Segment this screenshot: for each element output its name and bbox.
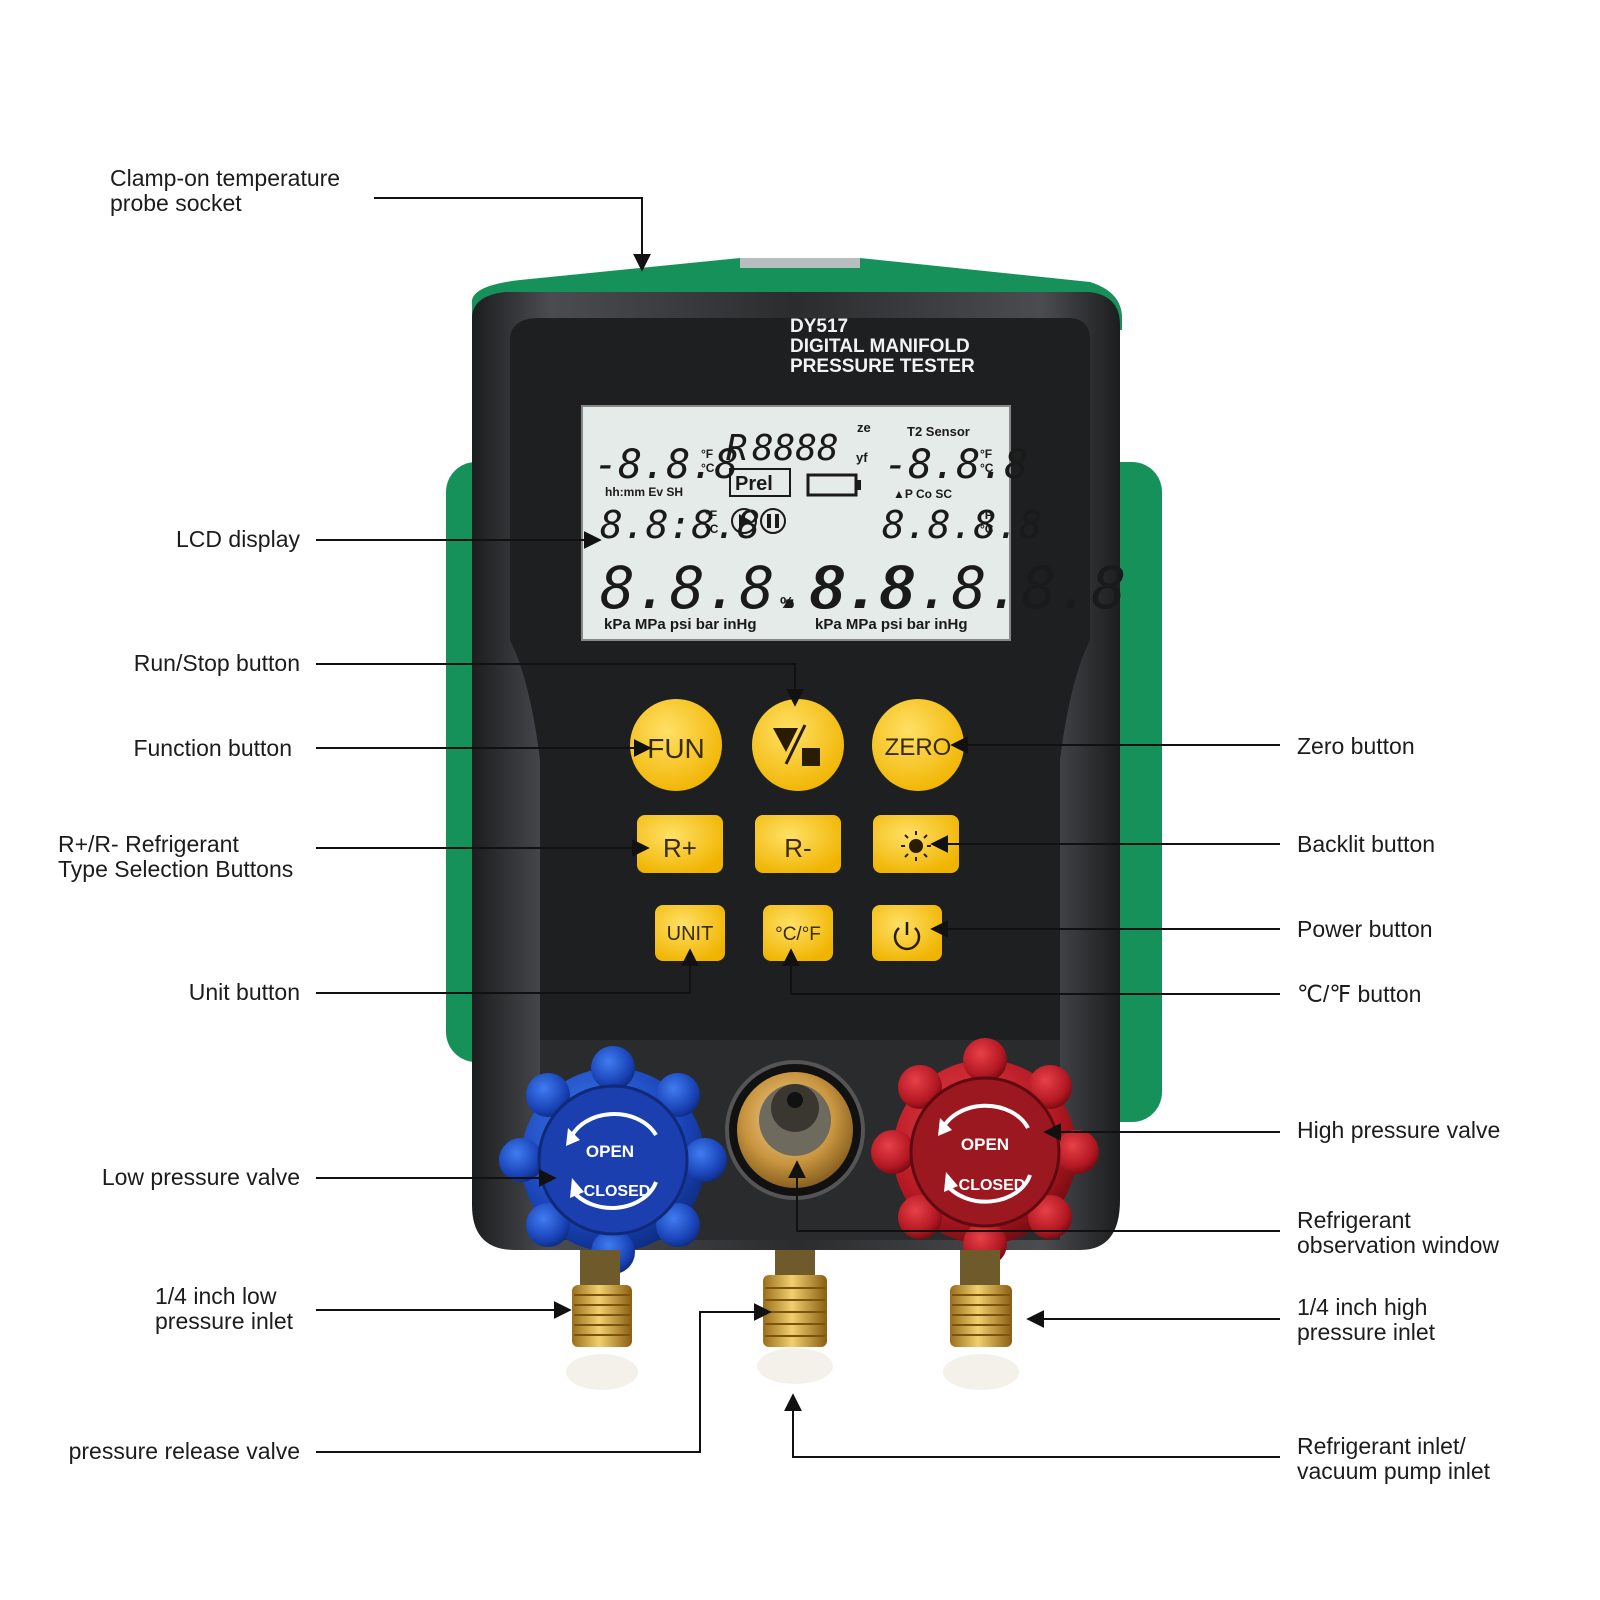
lcd-left-mid-unit-f: °F — [705, 508, 717, 522]
lcd-left-temp: -8.8.8 — [594, 442, 739, 488]
power-button[interactable] — [872, 905, 942, 961]
device-title-line2: PRESSURE TESTER — [790, 356, 975, 377]
low-knob-open-label: OPEN — [586, 1142, 634, 1161]
lcd-right-mid-unit-c: °C — [980, 522, 994, 536]
lcd-left-big: 8.8.8.8.8 — [600, 554, 914, 622]
lcd-right-mid: 8.8.8.8 — [882, 503, 1042, 547]
lcd-percent: % — [780, 595, 794, 612]
celsius-fahrenheit-button[interactable]: °C/°F — [763, 905, 833, 961]
lcd-right-pressure-units: kPa MPa psi bar inHg — [815, 616, 968, 633]
fun-button-label: FUN — [647, 733, 705, 764]
callout-lcd-display: LCD display — [176, 526, 300, 552]
backlit-button[interactable] — [873, 815, 959, 873]
r-minus-button-label: R- — [784, 833, 811, 863]
lcd-yf: yf — [856, 450, 868, 465]
sun-icon — [901, 831, 931, 861]
lcd-left-mid: 8.8:8.8 — [600, 503, 760, 547]
lcd-display: -8.8.8 °F °C R 8888 ze yf Prel T2 Sensor… — [581, 405, 1126, 641]
callout-high-inlet: 1/4 inch high pressure inlet — [1297, 1294, 1436, 1345]
lcd-ze: ze — [857, 420, 871, 435]
observation-window — [725, 1060, 865, 1200]
lcd-right-mid-unit-f: °F — [980, 508, 992, 522]
run-stop-button[interactable] — [752, 699, 844, 791]
callout-low-inlet: 1/4 inch low pressure inlet — [155, 1283, 294, 1334]
lcd-right-small-labels: ▲P Co SC — [893, 487, 952, 501]
lcd-right-big: 8.8.8.8.8 — [812, 554, 1126, 622]
lcd-t2-sensor: T2 Sensor — [907, 424, 970, 439]
unit-button[interactable]: UNIT — [655, 905, 725, 961]
callout-low-valve: Low pressure valve — [101, 1164, 300, 1190]
leader-probe-socket — [374, 197, 651, 272]
power-icon — [893, 922, 921, 951]
leader-release — [316, 1303, 772, 1453]
model-label: DY517 — [790, 316, 848, 337]
callout-unit: Unit button — [188, 979, 300, 1005]
callout-probe-socket: Clamp-on temperature probe socket — [110, 165, 341, 216]
zero-button-label: ZERO — [885, 734, 952, 761]
lcd-right-temp-unit-f: °F — [980, 447, 992, 461]
r-minus-button[interactable]: R- — [755, 815, 841, 873]
callout-vacuum-inlet: Refrigerant inlet/ vacuum pump inlet — [1297, 1433, 1491, 1484]
celsius-fahrenheit-button-label: °C/°F — [775, 924, 821, 945]
r-plus-button[interactable]: R+ — [637, 815, 723, 873]
pause-icon — [760, 508, 786, 534]
leader-vacuum-inlet — [784, 1393, 1280, 1458]
device-title-line1: DIGITAL MANIFOLD — [790, 336, 970, 357]
lcd-left-temp-unit-f: °F — [701, 447, 713, 461]
battery-icon — [806, 473, 861, 497]
callout-power: Power button — [1297, 916, 1433, 942]
lcd-refrigerant-digits: 8888 — [752, 428, 839, 469]
manifold-gauge-device: DY517 DIGITAL MANIFOLD PRESSURE TESTER -… — [446, 258, 1162, 1390]
lcd-right-temp: -8.8.8 — [884, 442, 1029, 488]
low-pressure-fitting — [566, 1250, 638, 1390]
callout-zero: Zero button — [1297, 733, 1415, 759]
lcd-left-pressure-units: kPa MPa psi bar inHg — [604, 616, 757, 633]
callout-refrigerant-type: R+/R- Refrigerant Type Selection Buttons — [58, 831, 294, 882]
lcd-left-temp-unit-c: °C — [701, 461, 715, 475]
lcd-left-small-labels: hh:mm Ev SH — [605, 485, 683, 499]
high-pressure-knob[interactable]: OPEN CLOSED — [871, 1038, 1099, 1266]
lcd-refrigerant-prefix: R — [726, 428, 748, 469]
low-knob-closed-label: CLOSED — [584, 1183, 651, 1200]
callout-release-valve: pressure release valve — [68, 1438, 300, 1464]
zero-button[interactable]: ZERO — [872, 699, 964, 791]
fun-button[interactable]: FUN — [630, 699, 722, 791]
leader-lines — [316, 197, 1280, 1458]
callout-high-valve: High pressure valve — [1297, 1117, 1501, 1143]
high-knob-open-label: OPEN — [961, 1135, 1009, 1154]
callout-observation: Refrigerant observation window — [1297, 1207, 1500, 1258]
r-plus-button-label: R+ — [663, 833, 697, 863]
lcd-left-mid-unit-c: °C — [705, 522, 719, 536]
callout-run-stop: Run/Stop button — [133, 650, 300, 676]
low-pressure-knob[interactable]: OPEN CLOSED — [499, 1046, 727, 1274]
leader-observation — [788, 1160, 1280, 1232]
vacuum-fitting — [757, 1250, 833, 1384]
callout-function: Function button — [133, 735, 292, 761]
callout-cf: ℃/℉ button — [1297, 981, 1422, 1007]
play-stop-icon — [773, 724, 820, 766]
leader-cf — [782, 948, 1280, 995]
lcd-prel: Prel — [735, 473, 773, 495]
lcd-right-temp-unit-c: °C — [980, 461, 994, 475]
high-pressure-fitting — [943, 1250, 1019, 1390]
callout-backlit: Backlit button — [1297, 831, 1436, 857]
high-knob-closed-label: CLOSED — [959, 1177, 1026, 1194]
leader-run-stop — [316, 663, 804, 707]
unit-button-label: UNIT — [667, 923, 714, 945]
play-icon — [731, 508, 757, 534]
leader-unit — [316, 948, 699, 994]
